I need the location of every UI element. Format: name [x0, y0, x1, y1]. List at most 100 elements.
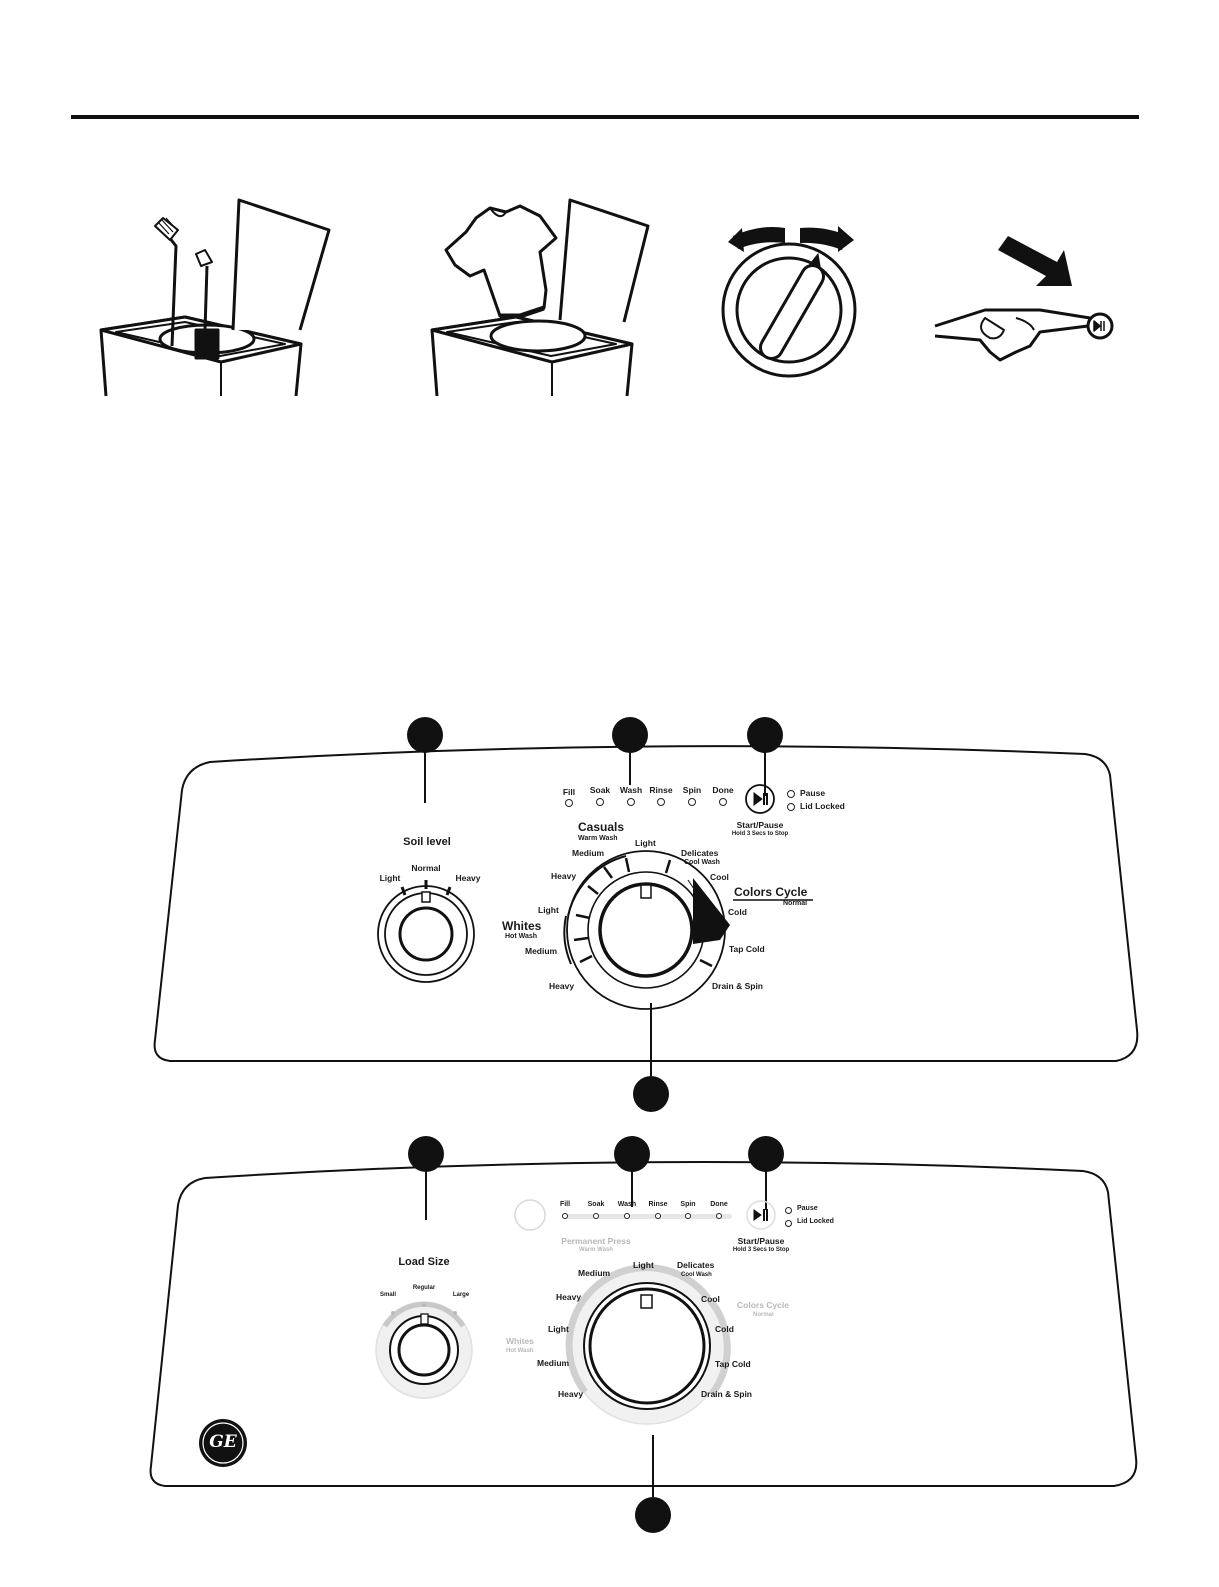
heavy-label-b: Heavy — [556, 1292, 582, 1302]
status-led-done-b — [716, 1213, 722, 1219]
pause-label-a: Pause — [800, 788, 826, 798]
cold-label-a: Cold — [728, 907, 747, 917]
lid-locked-led-a — [787, 803, 795, 811]
status-led-fill-b — [562, 1213, 568, 1219]
status-done-b: Done — [710, 1201, 728, 1208]
instruction-illustrations — [99, 198, 1114, 397]
callout-3-panel-b — [748, 1136, 784, 1172]
cycle-selector-knob-b — [565, 1264, 731, 1425]
light-label-b: Light — [633, 1260, 654, 1270]
status-led-spin-b — [685, 1213, 691, 1219]
whites-heavy-b: Heavy — [558, 1389, 584, 1399]
colors-sub-a: Normal — [783, 900, 808, 907]
delicates-sub-b: Cool Wash — [681, 1272, 712, 1278]
cool-label-a: Cool — [710, 872, 729, 882]
status-fill-b: Fill — [559, 1201, 571, 1208]
drain-spin-label-b: Drain & Spin — [701, 1389, 753, 1399]
start-pause-hint-a: Hold 3 Secs to Stop — [731, 831, 789, 837]
start-pause-label-b: Start/Pause — [737, 1236, 785, 1246]
status-soak-a: Soak — [589, 785, 611, 795]
status-rinse-a: Rinse — [649, 785, 673, 795]
lid-locked-led-b — [785, 1220, 792, 1227]
status-fill-a: Fill — [562, 787, 576, 797]
lid-locked-label-a: Lid Locked — [800, 801, 845, 811]
start-pause-label-a: Start/Pause — [736, 820, 784, 830]
callout-1-panel-a — [407, 717, 443, 753]
status-led-wash-a — [627, 798, 635, 806]
start-pause-button-b-graphic — [746, 1200, 776, 1230]
soil-light-label: Light — [379, 873, 401, 883]
pause-led-b — [785, 1207, 792, 1214]
permanent-press-button-b[interactable] — [515, 1200, 545, 1230]
callout-3-panel-a — [747, 717, 783, 753]
whites-label-b: Whites — [506, 1336, 534, 1346]
whites-label-a: Whites — [502, 919, 542, 933]
load-clothes-illustration — [430, 198, 650, 397]
casuals-heavy-a: Heavy — [551, 871, 577, 881]
status-led-fill-a — [565, 799, 573, 807]
tap-cold-label-b: Tap Cold — [715, 1359, 751, 1369]
pause-label-b: Pause — [797, 1205, 818, 1212]
casuals-light-a: Light — [635, 838, 656, 848]
status-wash-a: Wash — [619, 785, 643, 795]
turn-knob-illustration — [721, 226, 857, 378]
whites-sub-a: Hot Wash — [505, 933, 538, 940]
whites-medium-a: Medium — [525, 946, 558, 956]
whites-heavy-a: Heavy — [549, 981, 575, 991]
status-led-rinse-b — [655, 1213, 661, 1219]
delicates-label-b: Delicates — [677, 1260, 715, 1270]
start-pause-button-b[interactable] — [747, 1201, 775, 1229]
status-spin-b: Spin — [680, 1201, 696, 1208]
whites-medium-b: Medium — [537, 1358, 570, 1368]
soil-level-knob-a — [377, 880, 475, 983]
press-start-illustration — [934, 236, 1114, 362]
washer-dispenser-illustration — [99, 198, 331, 397]
casuals-sub-a: Warm Wash — [578, 835, 618, 842]
load-large-label: Large — [452, 1292, 470, 1298]
start-pause-button-a-graphic — [745, 784, 775, 814]
soil-level-title: Soil level — [403, 836, 451, 848]
ge-logo-text: GE — [209, 1432, 237, 1452]
whites-light-b: Light — [548, 1324, 569, 1334]
status-spin-a: Spin — [682, 785, 702, 795]
ge-logo — [199, 1419, 247, 1467]
soil-normal-label: Normal — [411, 863, 441, 873]
cold-label-b: Cold — [715, 1324, 734, 1334]
colors-cycle-label-b: Colors Cycle — [737, 1300, 789, 1310]
colors-sub-b: Normal — [753, 1312, 774, 1318]
status-wash-b: Wash — [617, 1201, 637, 1208]
casuals-label-a: Casuals — [578, 820, 625, 834]
load-regular-label: Regular — [412, 1285, 436, 1291]
status-led-wash-b — [624, 1213, 630, 1219]
status-led-done-a — [719, 798, 727, 806]
status-led-spin-a — [688, 798, 696, 806]
load-size-title: Load Size — [398, 1256, 450, 1268]
load-size-knob-b-control[interactable] — [390, 1316, 458, 1384]
start-pause-hint-b: Hold 3 Secs to Stop — [732, 1247, 790, 1253]
tap-cold-label-a: Tap Cold — [729, 944, 765, 954]
cycle-selector-knob-a — [563, 850, 730, 1010]
delicates-sub-a: Cool Wash — [684, 859, 720, 866]
permanent-press-sub-b: Warm Wash — [579, 1247, 613, 1253]
casuals-medium-a: Medium — [572, 848, 605, 858]
load-small-label: Small — [379, 1292, 397, 1298]
status-rinse-b: Rinse — [648, 1201, 668, 1208]
status-soak-b: Soak — [587, 1201, 605, 1208]
cycle-selector-knob-b-control[interactable] — [590, 1289, 704, 1403]
status-led-rinse-a — [657, 798, 665, 806]
callout-4-panel-b — [635, 1497, 671, 1533]
lid-locked-label-b: Lid Locked — [797, 1218, 834, 1225]
callout-4-panel-a — [633, 1076, 669, 1112]
status-done-a: Done — [712, 785, 734, 795]
whites-sub-b: Hot Wash — [506, 1348, 534, 1354]
medium-label-b: Medium — [578, 1268, 611, 1278]
section-rule — [71, 115, 1139, 119]
cool-label-b: Cool — [701, 1294, 720, 1304]
callout-2-panel-a — [612, 717, 648, 753]
pause-led-a — [787, 790, 795, 798]
whites-light-a: Light — [538, 905, 559, 915]
permanent-press-label-b: Permanent Press — [561, 1236, 631, 1246]
delicates-label-a: Delicates — [681, 848, 719, 858]
colors-cycle-label-a: Colors Cycle — [734, 885, 808, 899]
